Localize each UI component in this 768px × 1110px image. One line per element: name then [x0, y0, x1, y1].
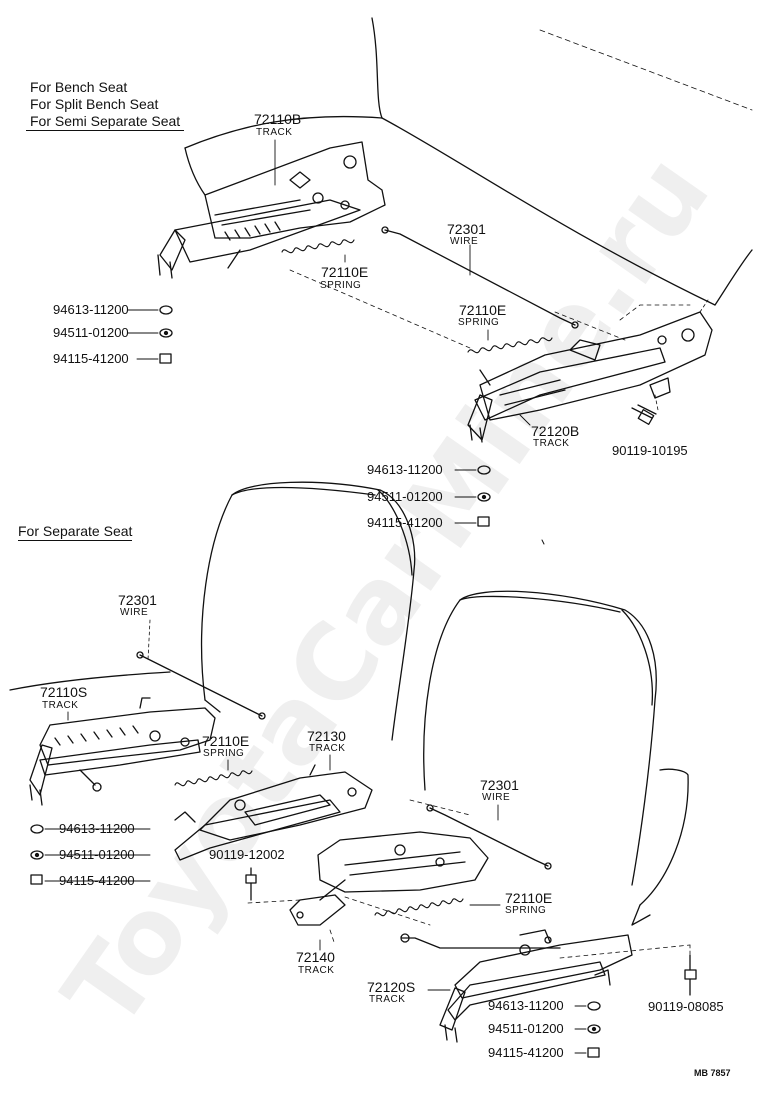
label-72110e-d-number: 72110E: [505, 890, 553, 906]
upper-dashed-guides: [289, 269, 691, 349]
label-72120b-sub: TRACK: [533, 438, 570, 449]
label-72110e-d-sub: SPRING: [505, 905, 547, 916]
lower-header: For Separate Seat: [18, 523, 133, 541]
label-72301-top-number: 72301: [447, 221, 486, 237]
track-72120s-drawing: [400, 929, 633, 1043]
label-72301-top-sub: WIRE: [450, 236, 479, 247]
leader-lines: [44, 139, 587, 1054]
wire-drawing-top: [381, 226, 579, 329]
label-72120s-number: 72120S: [367, 979, 416, 995]
hardware-icons-group-2: [477, 465, 491, 527]
hw4-nut-label: 94115-41200: [488, 1045, 564, 1060]
label-72301-left-sub: WIRE: [120, 607, 149, 618]
hardware-icons-group-3: [30, 824, 44, 885]
label-72110b-number: 72110B: [254, 111, 302, 127]
hw3-lockwasher-label: 94511-01200: [59, 847, 135, 862]
hw1-washer-label: 94613-11200: [53, 302, 129, 317]
hardware-icons-group-4: [587, 1001, 601, 1058]
label-72110e-a-number: 72110E: [321, 264, 369, 280]
label-72301-left-number: 72301: [118, 592, 157, 608]
track-72110b-drawing: [157, 141, 386, 279]
label-72130-sub: TRACK: [309, 743, 346, 754]
label-72110s-number: 72110S: [40, 684, 88, 700]
label-72301-right-sub: WIRE: [482, 792, 511, 803]
label-72110b-sub: TRACK: [256, 127, 293, 138]
lower-dashed-guides: [329, 799, 691, 959]
label-90119-10195: 90119-10195: [612, 443, 688, 458]
track-72120b-drawing: [467, 311, 713, 443]
bolt-drawing-10195: [631, 394, 659, 425]
label-72110e-b-number: 72110E: [459, 302, 507, 318]
bolt-drawing-08085: [684, 944, 697, 996]
label-72110s-sub: TRACK: [42, 700, 79, 711]
bench-seat-outline: [184, 17, 753, 306]
label-72110e-c-number: 72110E: [202, 733, 250, 749]
label-72110e-c-sub: SPRING: [203, 748, 245, 759]
hw1-lockwasher-label: 94511-01200: [53, 325, 129, 340]
label-90119-12002: 90119-12002: [209, 847, 285, 862]
hw4-washer-label: 94613-11200: [488, 998, 564, 1013]
upper-header-line-3: For Semi Separate Seat: [26, 114, 185, 131]
hw2-nut-label: 94115-41200: [367, 515, 443, 530]
center-track-mechanism: [289, 831, 489, 926]
hw3-washer-label: 94613-11200: [59, 821, 135, 836]
label-90119-08085: 90119-08085: [648, 999, 724, 1014]
spring-drawing-d: [374, 898, 464, 917]
right-seat-back-outline: [423, 590, 689, 926]
spring-drawing-a: [281, 239, 355, 254]
upper-header-line-2: For Split Bench Seat: [30, 96, 159, 112]
hw2-lockwasher-label: 94511-01200: [367, 489, 443, 504]
label-72110e-b-sub: SPRING: [458, 317, 500, 328]
label-72120b-number: 72120B: [531, 423, 580, 439]
label-72301-right-number: 72301: [480, 777, 519, 793]
hw4-lockwasher-label: 94511-01200: [488, 1021, 564, 1036]
hw2-washer-label: 94613-11200: [367, 462, 443, 477]
label-72110e-a-sub: SPRING: [320, 280, 362, 291]
spring-drawing-b: [467, 337, 553, 354]
label-72130-number: 72130: [307, 728, 346, 744]
hw1-nut-label: 94115-41200: [53, 351, 129, 366]
left-seat-back-outline: [201, 481, 416, 741]
upper-header-line-1: For Bench Seat: [30, 79, 128, 95]
track-72130-drawing: [174, 764, 373, 861]
track-72110s-drawing: [9, 671, 216, 806]
bolt-drawing-12002: [245, 867, 301, 904]
label-72120s-sub: TRACK: [369, 994, 406, 1005]
hw3-nut-label: 94115-41200: [59, 873, 135, 888]
wire-drawing-right: [426, 804, 552, 870]
label-72140-number: 72140: [296, 949, 335, 965]
label-72140-sub: TRACK: [298, 965, 335, 976]
spring-drawing-c: [174, 770, 253, 787]
wire-drawing-left: [136, 619, 266, 720]
hardware-icons-group-1: [159, 305, 173, 364]
drawing-code: MB 7857: [694, 1068, 731, 1078]
